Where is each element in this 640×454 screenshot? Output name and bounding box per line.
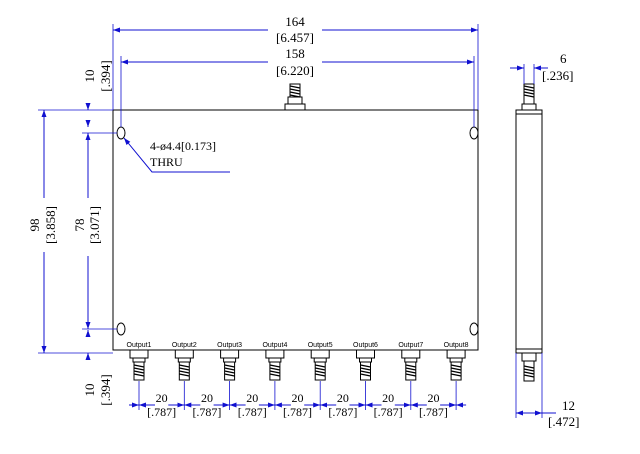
output-ports: Output1 Output2 Output3 Output4 Output5 Outpu… xyxy=(127,342,469,381)
output-port: Output6 xyxy=(353,342,378,381)
output-label: Output2 xyxy=(172,342,197,349)
connector-flange xyxy=(310,349,330,359)
pitch-inch-label: [.787] xyxy=(328,405,357,419)
pitch-label: 20 xyxy=(246,391,258,405)
pitch-inch-label: [.787] xyxy=(419,405,448,419)
pitch-label: 20 xyxy=(382,391,394,405)
output-port: Output4 xyxy=(262,342,287,381)
mount-hole-top-right xyxy=(469,126,479,140)
connector-thread xyxy=(360,364,371,377)
pitch-label: 20 xyxy=(292,391,304,405)
output-port: Output5 xyxy=(308,342,333,381)
output-label: Output4 xyxy=(262,342,287,349)
output-label: Output1 xyxy=(127,342,152,349)
connector-thread xyxy=(224,364,235,377)
hole-spacing-y-inch-label: [3.071] xyxy=(87,206,102,244)
output-label: Output3 xyxy=(217,342,242,349)
pitch-dim: 20[.787] xyxy=(319,381,366,419)
pitch-dim: 20[.787] xyxy=(274,381,321,419)
top-edge-offset-inch-label: [.394] xyxy=(98,60,113,91)
pitch-inch-label: [.787] xyxy=(147,405,176,419)
output-label: Output5 xyxy=(308,342,333,349)
connector-thread xyxy=(179,364,190,377)
connector-nut xyxy=(404,357,418,363)
mount-hole-bottom-left xyxy=(116,322,126,336)
bottom-edge-offset-label: 10 xyxy=(82,384,97,397)
port-pitch-dims: 20[.787]20[.787]20[.787]20[.787]20[.787]… xyxy=(129,381,467,419)
output-port: Output8 xyxy=(444,342,469,381)
pitch-inch-label: [.787] xyxy=(374,405,403,419)
side-view-body xyxy=(515,109,543,354)
side-connector-width-label: 6 xyxy=(560,51,567,66)
output-label: Output7 xyxy=(398,342,423,349)
hole-spacing-x-label: 158 xyxy=(285,46,305,61)
output-label: Output6 xyxy=(353,342,378,349)
connector-flange xyxy=(174,349,194,359)
connector-nut xyxy=(223,357,237,363)
overall-height-inch-label: [3.858] xyxy=(43,206,58,244)
pitch-label: 20 xyxy=(427,391,439,405)
hole-callout-thru: THRU xyxy=(150,155,183,169)
output-port: Output7 xyxy=(398,342,423,381)
side-thickness-label: 12 xyxy=(562,398,575,413)
pitch-dim: 20[.787] xyxy=(410,381,467,419)
bottom-edge-offset-inch-label: [.394] xyxy=(98,374,113,405)
pitch-label: 20 xyxy=(156,391,168,405)
side-connector-width-inch-label: [.236] xyxy=(542,68,573,83)
output-label: Output8 xyxy=(444,342,469,349)
pitch-inch-label: [.787] xyxy=(283,405,312,419)
connector-flange xyxy=(446,349,466,359)
connector-thread xyxy=(450,364,462,377)
mount-hole-bottom-right xyxy=(469,322,479,336)
connector-thread xyxy=(269,364,281,377)
output-port: Output1 xyxy=(127,342,152,381)
pitch-inch-label: [.787] xyxy=(192,405,221,419)
input-connector xyxy=(284,83,306,111)
connector-thread xyxy=(315,364,326,377)
pitch-label: 20 xyxy=(337,391,349,405)
side-view xyxy=(515,83,543,382)
connector-nut xyxy=(449,357,463,363)
connector-flange xyxy=(220,349,240,359)
connector-nut xyxy=(313,357,327,363)
connector-thread xyxy=(133,364,145,377)
hole-callout-leader xyxy=(123,137,230,173)
hole-spacing-x-inch-label: [6.220] xyxy=(276,63,314,78)
pitch-dim: 20[.787] xyxy=(183,381,230,419)
pitch-inch-label: [.787] xyxy=(238,405,267,419)
top-edge-offset-label: 10 xyxy=(82,70,97,83)
connector-flange xyxy=(129,349,149,359)
connector-thread xyxy=(405,364,416,377)
connector-nut xyxy=(359,357,372,363)
connector-nut xyxy=(132,357,146,363)
overall-width-inch-label: [6.457] xyxy=(276,30,314,45)
connector-flange xyxy=(401,349,421,359)
side-thickness-inch-label: [.472] xyxy=(548,414,579,429)
pitch-dim: 20[.787] xyxy=(365,381,411,419)
hole-callout-text: 4-ø4.4[0.173] xyxy=(150,139,216,153)
connector-nut xyxy=(177,357,191,363)
overall-width-label: 164 xyxy=(285,14,305,29)
pitch-label: 20 xyxy=(201,391,213,405)
connector-nut xyxy=(268,357,282,363)
mount-hole-top-left xyxy=(116,126,126,140)
connector-flange xyxy=(356,349,375,359)
output-port: Output2 xyxy=(172,342,197,381)
pitch-dim: 20[.787] xyxy=(229,381,275,419)
output-port: Output3 xyxy=(217,342,242,381)
overall-height-label: 98 xyxy=(27,219,42,232)
connector-flange xyxy=(265,349,285,359)
hole-spacing-y-label: 78 xyxy=(72,219,87,232)
pitch-dim: 20[.787] xyxy=(129,381,185,419)
